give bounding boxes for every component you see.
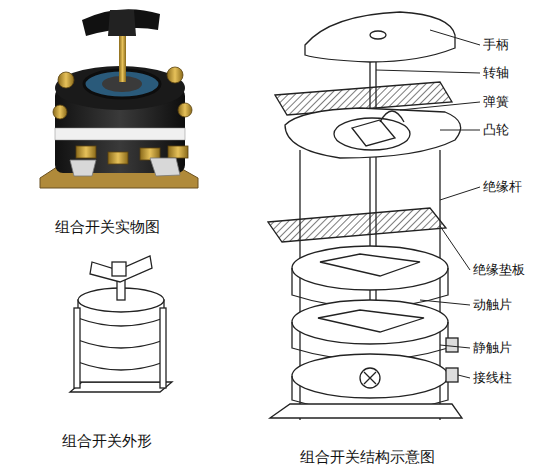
part-label: 接线柱 (473, 370, 512, 386)
part-label: 静触片 (473, 340, 512, 356)
part-label: 绝缘垫板 (473, 262, 525, 278)
leader-lines (376, 30, 480, 378)
figure-caption: 组合开关实物图 (55, 218, 160, 236)
part-label: 绝缘杆 (483, 179, 522, 195)
figure-caption: 组合开关结构示意图 (300, 448, 435, 466)
part-label: 弹簧 (483, 94, 509, 110)
part-label: 凸轮 (483, 122, 509, 138)
switch-exploded-view (268, 12, 462, 420)
part-label: 转轴 (483, 65, 509, 81)
part-label: 手柄 (483, 37, 509, 53)
part-label: 动触片 (473, 297, 512, 313)
figure-caption: 组合开关外形 (62, 432, 152, 450)
switch-photo (40, 9, 198, 188)
switch-outline (70, 256, 172, 392)
